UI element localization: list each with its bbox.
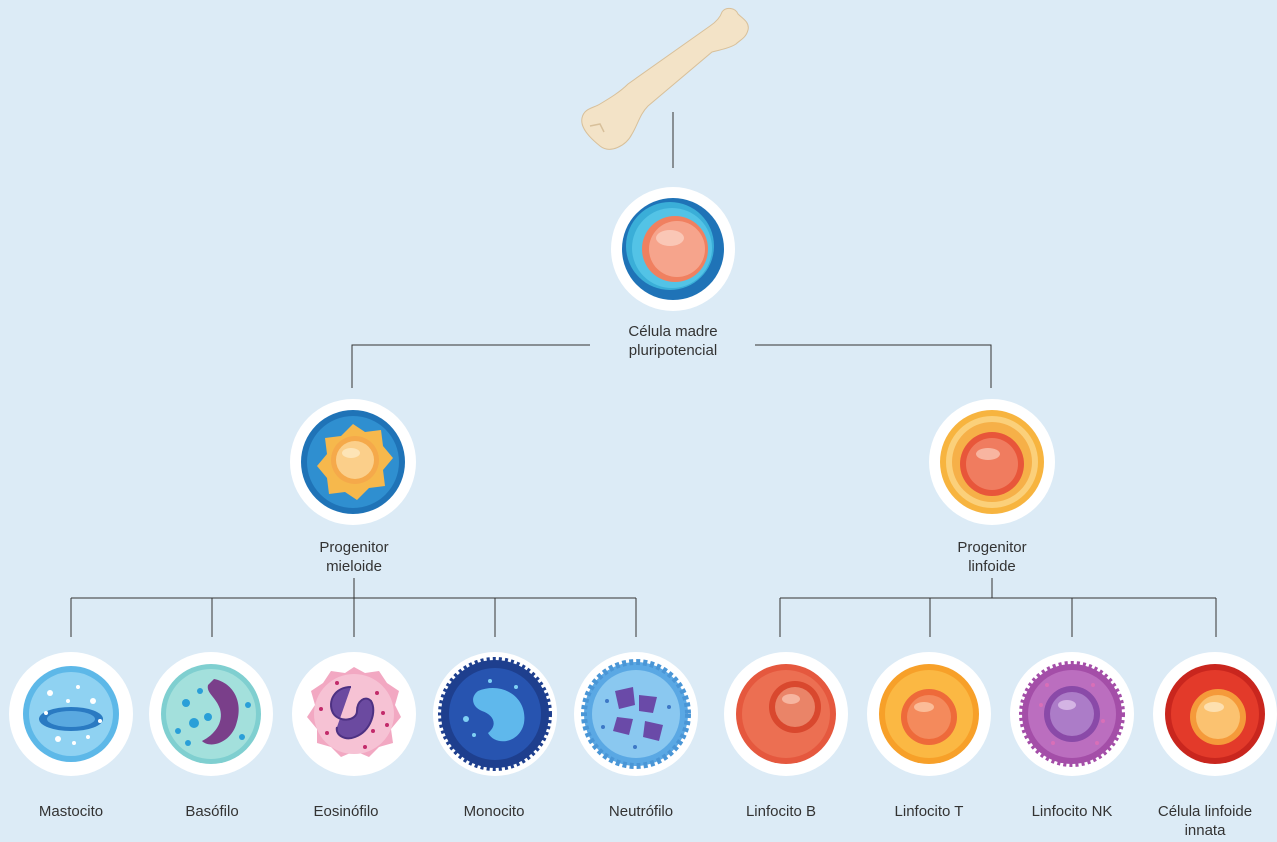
stem-to-lymphoid-line xyxy=(755,345,991,388)
mast-cell-icon xyxy=(8,651,134,777)
nk-lymphocyte-icon xyxy=(1009,651,1135,777)
t-lymphocyte-icon xyxy=(866,651,992,777)
myeloid-progenitor-label: Progenitor mieloide xyxy=(254,538,454,576)
leaf-label-line1: Neutrófilo xyxy=(561,802,721,821)
bone-icon xyxy=(560,6,760,166)
lymphoid-progenitor-icon xyxy=(928,398,1056,526)
leaf-label-celula-linfoide-innata: Célula linfoide innata xyxy=(1135,802,1275,840)
leaf-label-line1: Mastocito xyxy=(0,802,151,821)
leaf-label-line1: Célula linfoide xyxy=(1135,802,1275,821)
myeloid-label-line2: mieloide xyxy=(254,557,454,576)
lymphoid-label-line1: Progenitor xyxy=(892,538,1092,557)
leaf-label-neutrofilo: Neutrófilo xyxy=(561,802,721,821)
leaf-label-eosinofilo: Eosinófilo xyxy=(266,802,426,821)
leaf-label-line1: Monocito xyxy=(414,802,574,821)
lymphoid-label-line2: linfoide xyxy=(892,557,1092,576)
stem-cell-label: Célula madre pluripotencial xyxy=(573,322,773,360)
lymphoid-progenitor-label: Progenitor linfoide xyxy=(892,538,1092,576)
leaf-label-monocito: Monocito xyxy=(414,802,574,821)
leaf-label-linfocito-t: Linfocito T xyxy=(849,802,1009,821)
leaf-label-line1: Linfocito T xyxy=(849,802,1009,821)
monocyte-icon xyxy=(432,651,558,777)
b-lymphocyte-icon xyxy=(723,651,849,777)
innate-lymphoid-cell-icon xyxy=(1152,651,1277,777)
stem-cell-label-line1: Célula madre xyxy=(573,322,773,341)
leaf-label-line1: Eosinófilo xyxy=(266,802,426,821)
stem-to-myeloid-line xyxy=(352,345,590,388)
leaf-label-linfocito-nk: Linfocito NK xyxy=(992,802,1152,821)
leaf-label-line1: Linfocito B xyxy=(701,802,861,821)
myeloid-progenitor-icon xyxy=(289,398,417,526)
leaf-label-line2: innata xyxy=(1135,821,1275,840)
leaf-label-mastocito: Mastocito xyxy=(0,802,151,821)
basophil-icon xyxy=(148,651,274,777)
stem-cell-label-line2: pluripotencial xyxy=(573,341,773,360)
leaf-label-linfocito-b: Linfocito B xyxy=(701,802,861,821)
myeloid-label-line1: Progenitor xyxy=(254,538,454,557)
stem-cell-icon xyxy=(610,186,736,312)
eosinophil-icon xyxy=(291,651,417,777)
neutrophil-icon xyxy=(573,651,699,777)
leaf-label-line1: Linfocito NK xyxy=(992,802,1152,821)
